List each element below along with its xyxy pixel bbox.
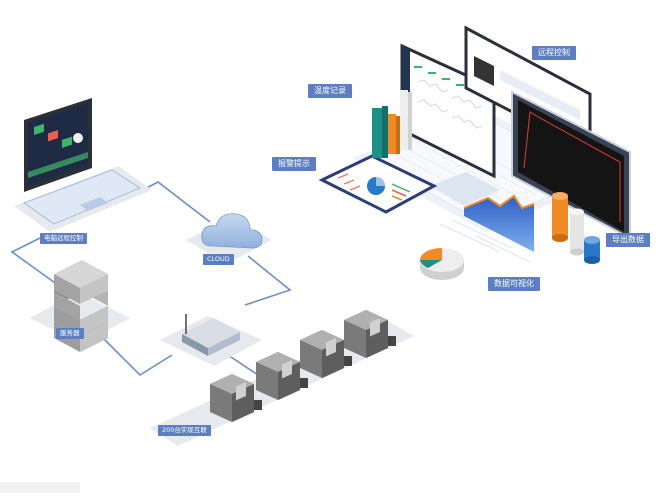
device-unit <box>344 310 396 358</box>
visualization-label: 数据可视化 <box>488 277 540 291</box>
router-node <box>160 314 262 366</box>
remote-pc-label: 电脑远程控制 <box>40 233 87 244</box>
alarm-label: 报警提示 <box>272 157 316 171</box>
cylinder-group <box>552 192 600 264</box>
alarm-tablet <box>318 154 438 214</box>
light-trails <box>439 219 531 263</box>
remote-control-label: 远程控制 <box>532 46 576 60</box>
bar-group-temp <box>372 90 412 158</box>
temp-record-label: 温度记录 <box>308 84 352 98</box>
network-connections <box>10 181 292 377</box>
watermark-strip <box>0 482 80 493</box>
devices-platform <box>150 310 414 446</box>
pie-chart <box>420 248 464 280</box>
cloud-label: CLOUD <box>203 254 234 265</box>
main-laptop <box>352 43 612 232</box>
laptop-remote-pc <box>14 98 152 232</box>
cloud-node <box>186 213 272 264</box>
device-unit <box>210 374 262 422</box>
export-label: 导出数据 <box>606 233 650 247</box>
device-unit <box>256 352 308 400</box>
server-label: 服务器 <box>56 328 84 339</box>
devices-label: 200台实现互联 <box>158 425 211 436</box>
area-chart <box>463 194 535 252</box>
device-unit <box>300 330 352 378</box>
